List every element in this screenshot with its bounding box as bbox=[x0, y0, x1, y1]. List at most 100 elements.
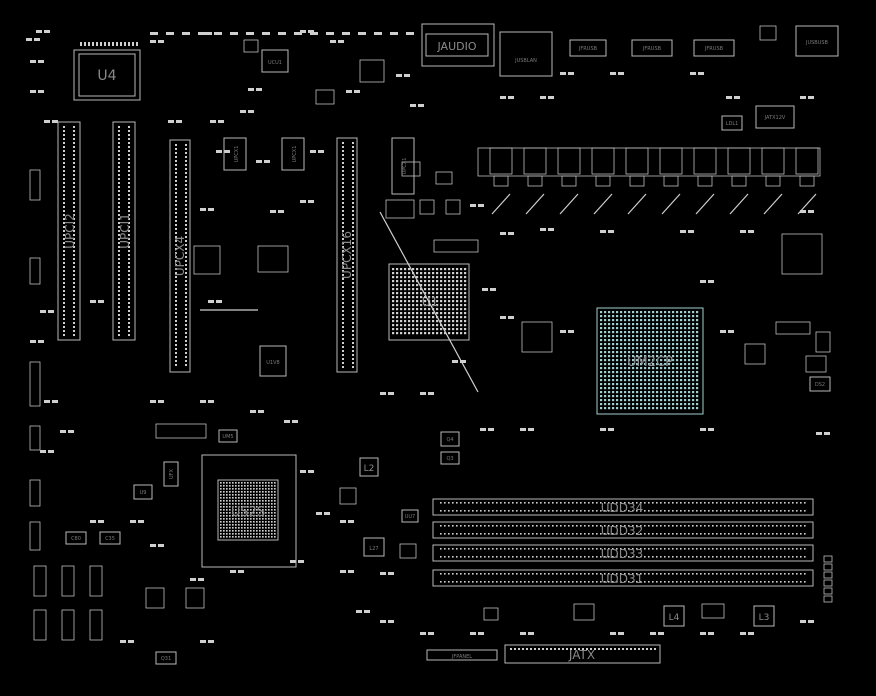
dimm-pin bbox=[768, 525, 770, 527]
slot-pin bbox=[63, 238, 65, 240]
us2s-ball bbox=[247, 491, 249, 493]
slot-pin bbox=[118, 226, 120, 228]
dimm-pin bbox=[512, 510, 514, 512]
dimm-pin bbox=[752, 510, 754, 512]
us2s-ball bbox=[259, 524, 261, 526]
um2cp-ball bbox=[628, 379, 631, 382]
dimm-pin bbox=[672, 556, 674, 558]
slot-pin bbox=[185, 220, 187, 222]
smd-pad bbox=[278, 32, 286, 35]
um2cp-ball bbox=[632, 383, 635, 386]
dimm-pin bbox=[556, 548, 558, 550]
u1-ball bbox=[452, 316, 455, 319]
smd-pad bbox=[364, 610, 370, 613]
dimm-pin bbox=[800, 502, 802, 504]
smd-pad bbox=[342, 32, 350, 35]
dimm-pin bbox=[676, 502, 678, 504]
us2s-ball bbox=[229, 497, 231, 499]
dimm-pin bbox=[800, 556, 802, 558]
um2cp-ball bbox=[648, 347, 651, 350]
edge-header bbox=[29, 257, 41, 285]
small-part bbox=[781, 233, 823, 275]
us2s-ball bbox=[232, 536, 234, 538]
dimm-pin bbox=[796, 533, 798, 535]
smd-pad bbox=[380, 620, 386, 623]
smd-pad bbox=[346, 90, 352, 93]
us2s-ball bbox=[274, 533, 276, 535]
slot-pin bbox=[73, 262, 75, 264]
um2cp-ball bbox=[676, 387, 679, 390]
um2cp-ball bbox=[664, 351, 667, 354]
smd-pad bbox=[158, 40, 164, 43]
dimm-pin bbox=[548, 525, 550, 527]
smd-pad bbox=[256, 160, 262, 163]
dimm-pin bbox=[784, 533, 786, 535]
u1-ball bbox=[404, 288, 407, 291]
small-part bbox=[243, 39, 259, 53]
us2s-ball bbox=[271, 524, 273, 526]
dimm-pin bbox=[484, 573, 486, 575]
smd-pad bbox=[388, 620, 394, 623]
u1-ball bbox=[420, 328, 423, 331]
us2s-ball bbox=[268, 524, 270, 526]
um2cp-ball bbox=[624, 391, 627, 394]
u1-ball bbox=[436, 292, 439, 295]
slot-pin bbox=[352, 306, 354, 308]
us2s-ball bbox=[262, 512, 264, 514]
slot-pin bbox=[352, 242, 354, 244]
u1-ball bbox=[396, 292, 399, 295]
us2s-ball bbox=[259, 509, 261, 511]
slot-pin bbox=[352, 154, 354, 156]
um2cp-ball bbox=[644, 343, 647, 346]
dimm-pin bbox=[620, 510, 622, 512]
dimm-pin bbox=[756, 573, 758, 575]
um2cp-ball bbox=[624, 339, 627, 342]
slot-pin bbox=[73, 226, 75, 228]
u1-ball bbox=[460, 280, 463, 283]
us2s-ball bbox=[262, 497, 264, 499]
um2cp-ball bbox=[660, 339, 663, 342]
um2cp-ball bbox=[696, 319, 699, 322]
slot-pin bbox=[185, 188, 187, 190]
slot-pin bbox=[352, 358, 354, 360]
um2cp-ball bbox=[656, 347, 659, 350]
um2cp-ball bbox=[688, 359, 691, 362]
us2s-ball bbox=[235, 533, 237, 535]
slot-pin bbox=[342, 246, 344, 248]
slot-pin bbox=[342, 174, 344, 176]
dimm-pin bbox=[620, 556, 622, 558]
upcx16-label: UPCX16 bbox=[340, 231, 354, 279]
um2cp-ball bbox=[648, 395, 651, 398]
dimm-pin bbox=[480, 573, 482, 575]
jatx-pin bbox=[510, 648, 512, 650]
um2cp-ball bbox=[676, 315, 679, 318]
us2s-ball bbox=[223, 530, 225, 532]
slot-pin bbox=[73, 126, 75, 128]
um2cp-ball bbox=[672, 375, 675, 378]
um2cp-ball bbox=[612, 343, 615, 346]
slot-pin bbox=[73, 202, 75, 204]
us2s-ball bbox=[229, 482, 231, 484]
dimm-pin bbox=[796, 573, 798, 575]
dimm-pin bbox=[536, 556, 538, 558]
slot-pin bbox=[128, 310, 130, 312]
us2s-ball bbox=[229, 527, 231, 529]
dimm-pin bbox=[500, 573, 502, 575]
um2cp-ball bbox=[672, 383, 675, 386]
um2cp-ball bbox=[644, 351, 647, 354]
um2cp-ball bbox=[680, 323, 683, 326]
um2cp-ball bbox=[696, 359, 699, 362]
us2s-ball bbox=[268, 491, 270, 493]
u1-ball bbox=[432, 268, 435, 271]
dimm-pin bbox=[588, 533, 590, 535]
us2s-ball bbox=[238, 497, 240, 499]
um2cp-ball bbox=[636, 335, 639, 338]
um2cp-ball bbox=[660, 355, 663, 358]
um2cp-ball bbox=[680, 319, 683, 322]
smd-pad bbox=[658, 632, 664, 635]
slot-pin bbox=[352, 254, 354, 256]
slot-pin bbox=[352, 262, 354, 264]
slot-pin bbox=[342, 170, 344, 172]
us2s-ball bbox=[262, 509, 264, 511]
dimm-pin bbox=[512, 548, 514, 550]
